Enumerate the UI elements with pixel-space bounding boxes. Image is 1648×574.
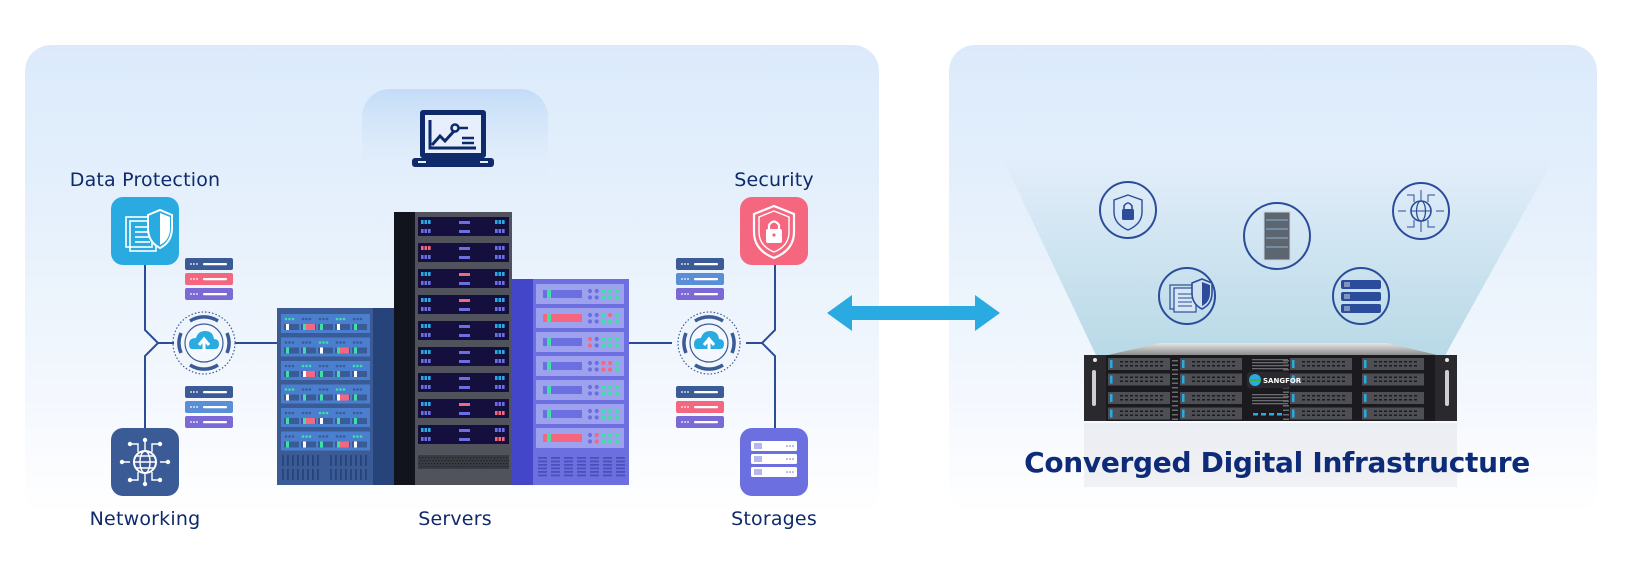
server-rack-right (511, 279, 629, 485)
drive-bay (1362, 373, 1424, 386)
brand-logo-text: SANGFOR (1263, 377, 1302, 385)
double-arrow-icon (827, 295, 1000, 331)
server-rack-left (277, 308, 395, 485)
analytics-laptop-node (362, 89, 548, 199)
rack-unit (418, 373, 509, 392)
shield-lock-icon (752, 204, 796, 260)
drive-bay (1180, 407, 1242, 420)
rack-unit (418, 269, 509, 288)
converged-server-chassis: SANGFOR (1084, 343, 1457, 487)
rack-unit (418, 399, 509, 418)
rack-unit (281, 384, 370, 404)
globe-network-icon (119, 437, 171, 487)
drive-bay (1290, 373, 1352, 386)
drive-bay (1362, 358, 1424, 370)
rack-unit (418, 217, 509, 236)
storages-label: Storages (731, 508, 817, 530)
cloud-upload-icon (189, 331, 219, 352)
data-protection-label: Data Protection (69, 169, 221, 191)
server-rack-center (394, 212, 512, 485)
networking-label: Networking (89, 508, 201, 530)
cloud-hub-left (172, 311, 236, 375)
networking-node[interactable] (111, 428, 179, 496)
rack-unit (418, 347, 509, 366)
security-node[interactable] (740, 197, 808, 265)
cloud-upload-icon (694, 331, 724, 352)
rack-unit (281, 314, 370, 333)
rack-unit (418, 425, 509, 444)
floating-storage-stack-icon (1332, 267, 1390, 325)
rack-unit (281, 431, 370, 451)
security-label: Security (734, 169, 814, 191)
drive-bay (1362, 392, 1424, 404)
drive-bay (1290, 358, 1352, 370)
floating-document-shield-icon (1158, 267, 1216, 325)
drive-bay (1108, 392, 1170, 404)
storages-node[interactable] (740, 428, 808, 496)
servers-label: Servers (418, 508, 492, 530)
floating-shield-lock-icon (1099, 181, 1157, 239)
drive-bay (1180, 392, 1242, 404)
projection-beam (1000, 153, 1557, 370)
drive-bay (1362, 407, 1424, 420)
laptop-analytics-icon (412, 110, 494, 167)
floating-globe-network-icon (1392, 182, 1450, 240)
drive-bay (1108, 373, 1170, 386)
left-connectors (144, 265, 776, 428)
data-protection-node[interactable] (111, 197, 179, 265)
drive-bay (1108, 407, 1170, 420)
cloud-hub-right (677, 311, 741, 375)
storage-stack-icon (751, 441, 797, 477)
rack-unit (418, 321, 509, 340)
drive-bay (1180, 358, 1242, 370)
drive-bay (1290, 407, 1352, 420)
floating-server-tower-icon (1243, 202, 1311, 270)
document-shield-icon (125, 208, 173, 252)
converged-infrastructure-title: Converged Digital Infrastructure (1024, 446, 1530, 479)
rack-unit (281, 361, 370, 380)
drive-bay (1290, 392, 1352, 404)
drive-bay (1180, 373, 1242, 386)
rack-unit (418, 295, 509, 314)
rack-unit (281, 337, 370, 357)
rack-unit (418, 243, 509, 262)
drive-bay (1108, 358, 1170, 370)
rack-unit (281, 408, 370, 427)
